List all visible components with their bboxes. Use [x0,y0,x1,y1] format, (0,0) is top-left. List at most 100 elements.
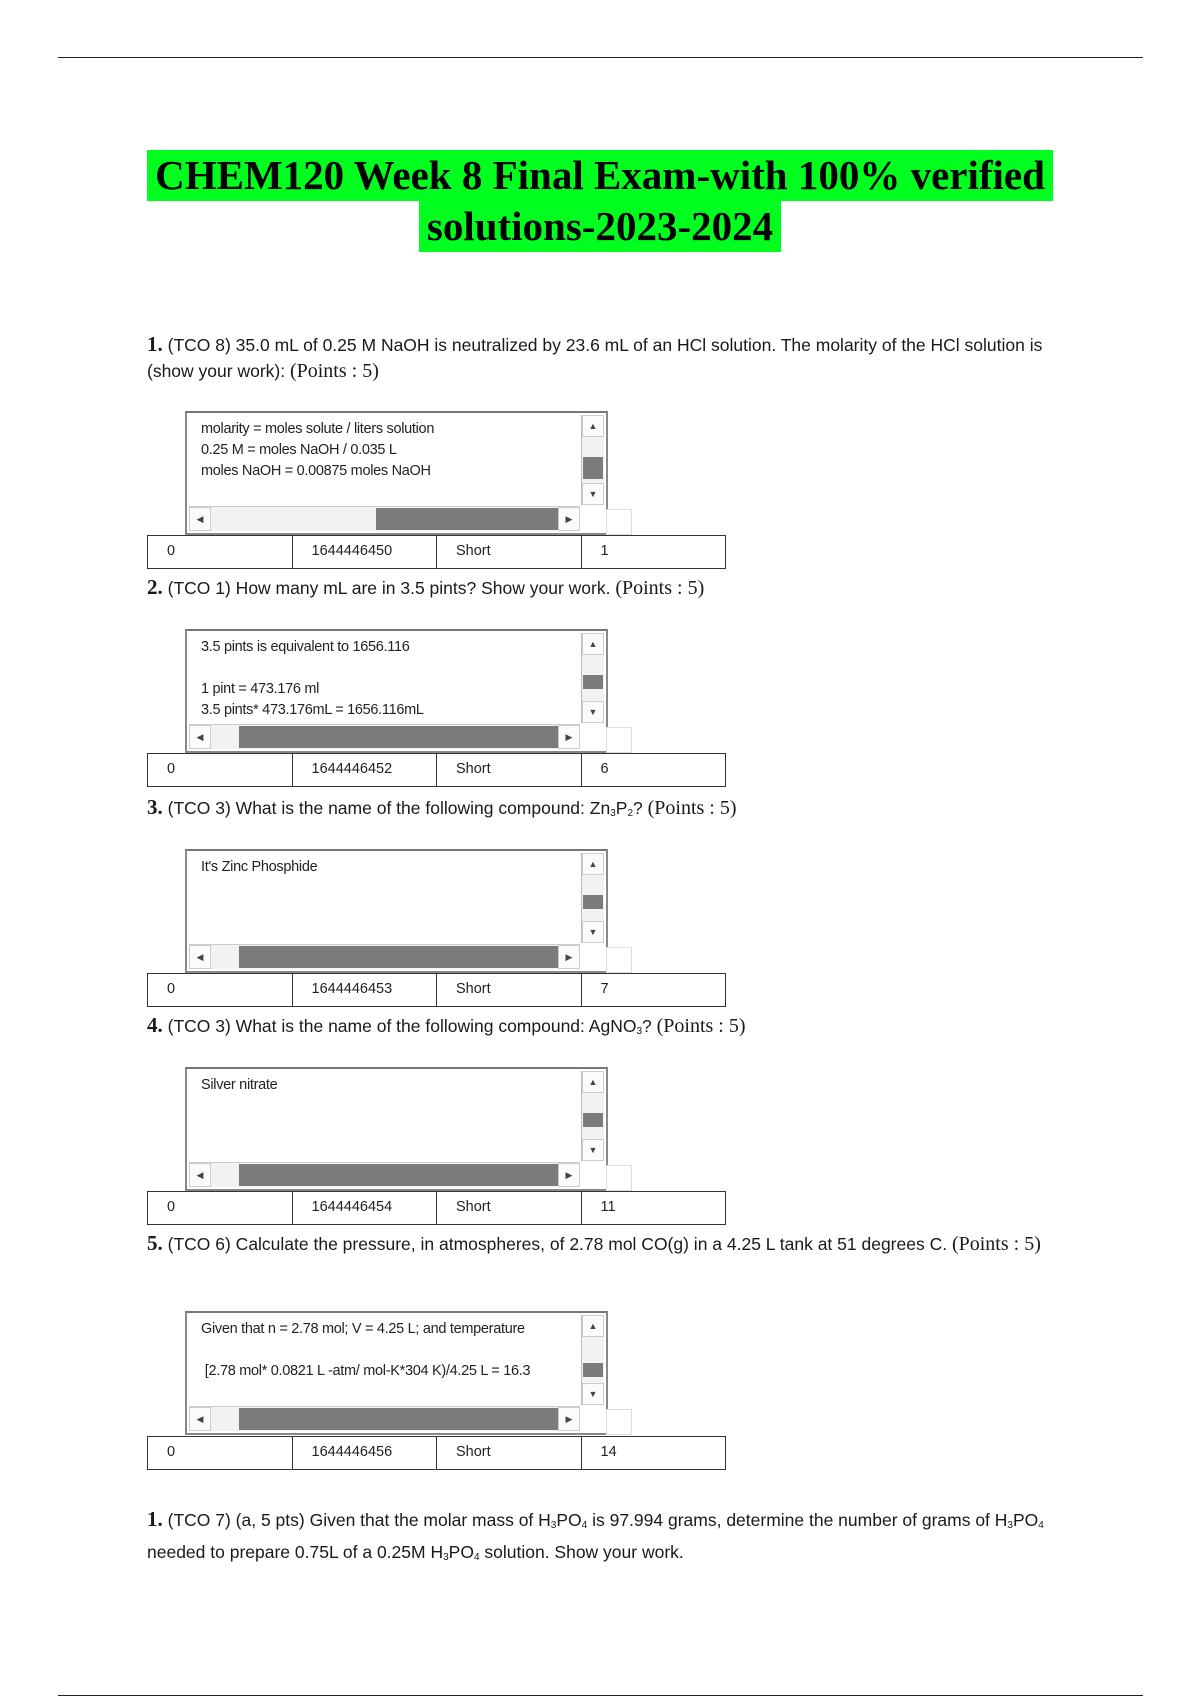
question-number: 2. [147,575,163,599]
horizontal-scrollbar[interactable]: ◀ ▶ [189,1406,580,1431]
scroll-thumb[interactable] [239,946,558,968]
scroll-up-arrow-icon[interactable]: ▲ [582,1315,604,1337]
meta-cell: 0 [167,981,176,997]
meta-cell: Short [436,974,581,1006]
answer-text: Silver nitrate [201,1077,278,1093]
question-points: (Points : 5) [615,577,705,599]
vertical-scrollbar[interactable]: ▲ ▼ [581,1071,604,1161]
title-line-1: CHEM120 Week 8 Final Exam-with 100% veri… [147,150,1053,201]
scroll-left-arrow-icon[interactable]: ◀ [189,507,211,531]
question-meta-row: 0 1644446454 Short 11 [147,1191,726,1225]
question-number: 1. [147,1507,163,1531]
question-points: (Points : 5) [647,797,737,819]
meta-cell: 1644446452 [291,754,437,786]
subscript: 3 [1007,1520,1013,1531]
scroll-down-arrow-icon[interactable]: ▼ [582,483,604,505]
question-text-part: (TCO 3) What is the name of the followin… [167,798,611,818]
question-text-part: PO [1012,1510,1039,1530]
horizontal-scrollbar[interactable]: ◀ ▶ [189,724,580,749]
scroll-left-arrow-icon[interactable]: ◀ [189,945,211,969]
scroll-thumb[interactable] [239,1164,558,1186]
answer-text: It's Zinc Phosphide [201,859,318,875]
scroll-right-arrow-icon[interactable]: ▶ [558,507,580,531]
scroll-right-arrow-icon[interactable]: ▶ [558,945,580,969]
resize-corner [606,509,632,535]
vertical-scrollbar[interactable]: ▲ ▼ [581,1315,604,1405]
question-text-part: solution. Show your work. [479,1542,684,1562]
question-text-part: needed to prepare 0.75L of a 0.25M H [147,1542,444,1562]
question-text-part: (TCO 3) What is the name of the followin… [167,1016,637,1036]
scroll-left-arrow-icon[interactable]: ◀ [189,1407,211,1431]
meta-cell: Short [436,1437,581,1469]
question-meta-row: 0 1644446450 Short 1 [147,535,726,569]
question-5: 5. (TCO 6) Calculate the pressure, in at… [147,1230,1087,1257]
scroll-thumb[interactable] [239,726,558,748]
scroll-left-arrow-icon[interactable]: ◀ [189,725,211,749]
scroll-up-arrow-icon[interactable]: ▲ [582,415,604,437]
subscript: 3 [610,808,616,819]
subscript: 4 [1038,1520,1044,1531]
horizontal-scrollbar[interactable]: ◀ ▶ [189,506,580,531]
scroll-thumb[interactable] [583,457,603,479]
scroll-up-arrow-icon[interactable]: ▲ [582,853,604,875]
meta-cell: 0 [167,1444,176,1460]
resize-corner [606,1165,632,1191]
answer-textarea[interactable]: 3.5 pints is equivalent to 1656.116 1 pi… [185,629,632,753]
question-next-section-1: 1. (TCO 7) (a, 5 pts) Given that the mol… [147,1506,1087,1571]
scroll-thumb[interactable] [583,895,603,909]
scroll-down-arrow-icon[interactable]: ▼ [582,921,604,943]
subscript: 3 [443,1552,449,1563]
meta-cell: Short [436,1192,581,1224]
scroll-thumb[interactable] [583,1363,603,1377]
scroll-down-arrow-icon[interactable]: ▼ [582,1383,604,1405]
scroll-right-arrow-icon[interactable]: ▶ [558,725,580,749]
scroll-right-arrow-icon[interactable]: ▶ [558,1407,580,1431]
question-text: (TCO 1) How many mL are in 3.5 pints? Sh… [167,578,611,598]
meta-cell: 1644446456 [291,1437,437,1469]
meta-cell: 7 [580,974,726,1006]
scroll-thumb[interactable] [583,1113,603,1127]
scroll-left-arrow-icon[interactable]: ◀ [189,1163,211,1187]
answer-textarea[interactable]: It's Zinc Phosphide ▲ ▼ ◀ ▶ [185,849,632,973]
meta-cell: 6 [580,754,726,786]
scroll-thumb[interactable] [583,675,603,689]
question-number: 1. [147,332,163,356]
scroll-right-arrow-icon[interactable]: ▶ [558,1163,580,1187]
meta-cell: 1644446454 [291,1192,437,1224]
question-meta-row: 0 1644446452 Short 6 [147,753,726,787]
resize-corner [606,947,632,973]
scroll-thumb[interactable] [239,1408,558,1430]
answer-textarea[interactable]: Silver nitrate ▲ ▼ ◀ ▶ [185,1067,632,1191]
scroll-thumb[interactable] [376,508,558,530]
subscript: 4 [473,1552,480,1563]
subscript: 3 [550,1520,557,1531]
scroll-up-arrow-icon[interactable]: ▲ [582,1071,604,1093]
question-number: 5. [147,1231,163,1255]
question-3: 3. (TCO 3) What is the name of the follo… [147,794,1087,827]
horizontal-scrollbar[interactable]: ◀ ▶ [189,1162,580,1187]
vertical-scrollbar[interactable]: ▲ ▼ [581,633,604,723]
meta-cell: 0 [167,543,176,559]
answer-text: 3.5 pints is equivalent to 1656.116 1 pi… [201,639,424,718]
meta-cell: 1644446450 [291,536,437,568]
answer-textarea[interactable]: Given that n = 2.78 mol; V = 4.25 L; and… [185,1311,632,1435]
meta-cell: 1 [580,536,726,568]
answer-textarea[interactable]: molarity = moles solute / liters solutio… [185,411,632,535]
question-text: (TCO 8) 35.0 mL of 0.25 M NaOH is neutra… [147,335,1043,381]
question-text-part: (TCO 7) (a, 5 pts) Given that the molar … [167,1510,551,1530]
subscript: 3 [636,1026,643,1037]
question-points: (Points : 5) [951,1233,1041,1255]
meta-cell: 1644446453 [291,974,437,1006]
vertical-scrollbar[interactable]: ▲ ▼ [581,415,604,505]
document-title: CHEM120 Week 8 Final Exam-with 100% veri… [0,150,1200,252]
answer-text: Given that n = 2.78 mol; V = 4.25 L; and… [201,1321,531,1379]
vertical-scrollbar[interactable]: ▲ ▼ [581,853,604,943]
horizontal-scrollbar[interactable]: ◀ ▶ [189,944,580,969]
question-text-part: PO [448,1542,474,1562]
question-number: 3. [147,795,163,819]
question-meta-row: 0 1644446453 Short 7 [147,973,726,1007]
meta-cell: Short [436,536,581,568]
scroll-up-arrow-icon[interactable]: ▲ [582,633,604,655]
scroll-down-arrow-icon[interactable]: ▼ [582,701,604,723]
scroll-down-arrow-icon[interactable]: ▼ [582,1139,604,1161]
